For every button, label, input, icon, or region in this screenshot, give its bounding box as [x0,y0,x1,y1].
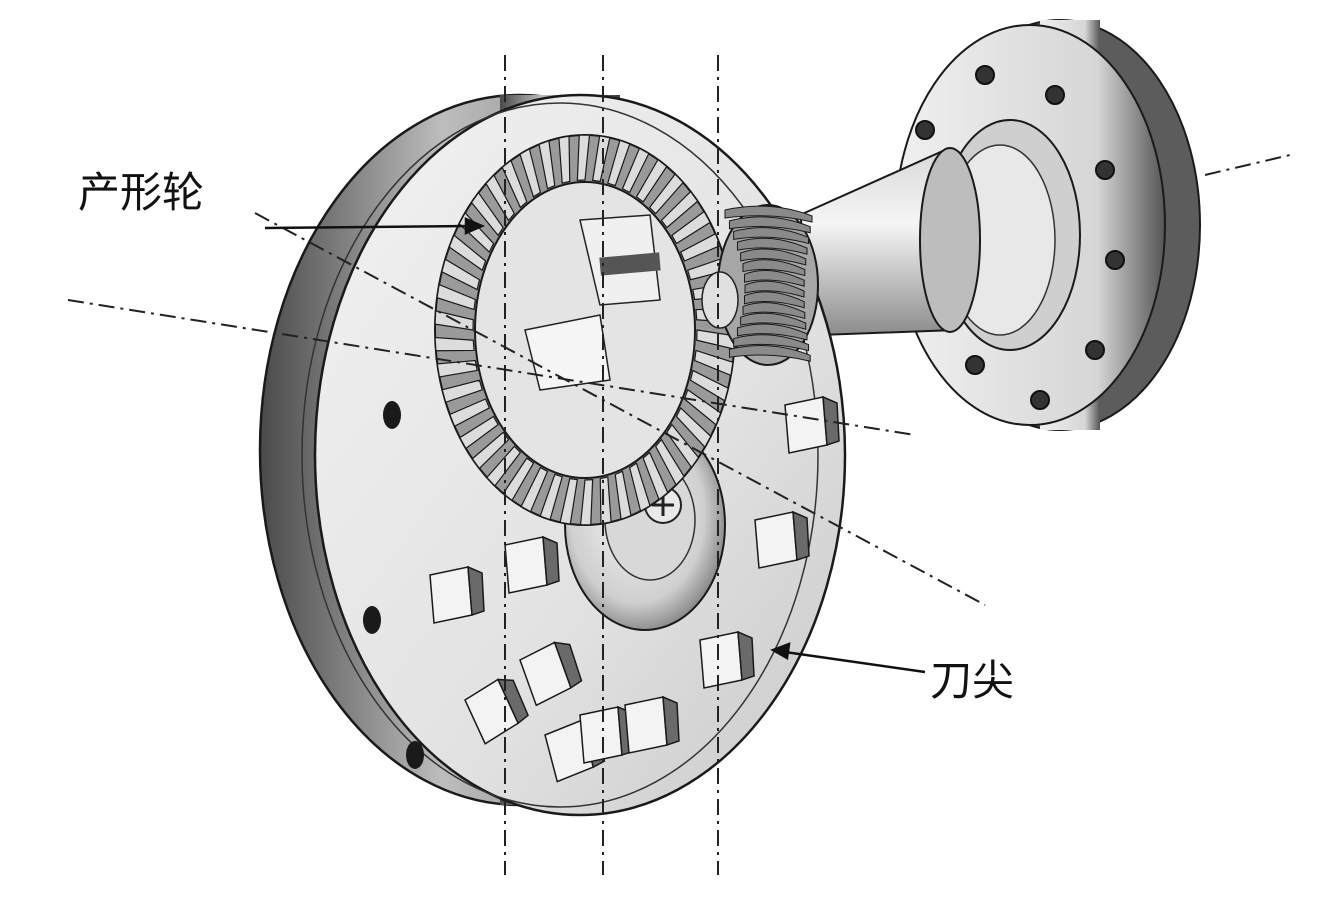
gear-tooth [434,336,475,352]
pinion-tooth [733,227,810,245]
gear-tooth [591,135,611,183]
pinion-tooth [744,280,805,298]
gear-tooth [519,147,542,198]
gear-tooth [539,473,563,521]
gear-tooth [448,234,487,272]
cutter-blade [699,630,755,689]
gear-tooth [486,445,522,487]
gear-tooth [666,423,700,469]
gear-tooth [559,477,579,525]
gear-tooth [628,462,651,513]
gear-tooth [576,134,591,181]
flange-bolt-holes [915,65,1125,410]
gear-tooth [501,159,528,209]
pinion-gear-teeth [724,205,813,362]
pinion-tooth [743,291,805,309]
gear-tooth [579,479,594,526]
gear-tooth [648,173,684,215]
gear-tooth [675,406,712,449]
gear-tooth [679,232,721,262]
gear-tooth [441,258,481,291]
rim-holes [363,401,424,769]
pinion-tooth [724,205,813,223]
shaft [798,147,981,337]
gear-tooth [621,147,650,194]
cutter-tip-label: 刀尖 [930,656,1015,705]
center-lines [67,55,1291,875]
generating-crown-gear [434,134,736,526]
pinion-tooth [728,344,811,362]
pinion-gear [701,204,819,366]
gear-tooth [449,398,491,428]
gear-tooth [614,470,632,521]
gear-tooth [441,379,484,404]
cutter-blade [519,641,583,707]
gear-tooth [671,210,711,245]
gear-tooth [694,349,734,377]
pinion-tooth [742,259,806,277]
gear-tooth [436,283,476,311]
gear-tooth [502,457,535,502]
gear-tooth [660,190,699,229]
cutter-blade [754,510,810,569]
callout-leaders [264,217,926,674]
pinion-tooth [736,237,808,255]
pinion-tooth [740,312,807,330]
gear-tooth [607,139,631,187]
pinion-tooth [740,248,807,266]
gear-tooth [558,135,571,184]
gear-tooth [520,466,549,513]
gear-tooth [689,369,729,402]
pinion-tooth [742,302,806,320]
generating-gear-label: 产形轮 [78,168,205,217]
gear-tooth [642,451,669,501]
cutter-blade [624,695,680,754]
gear-tooth [470,191,504,237]
cutter-blade [429,565,485,624]
pinion-tooth [736,323,808,341]
gear-tooth [485,174,516,222]
gear-tooth [683,388,722,426]
cutter-blades [429,395,840,783]
gear-tooth [654,438,685,486]
gear-tooth [459,415,499,450]
pinion-tooth [733,334,810,352]
gear-tooth [538,139,556,190]
inner-block [524,314,611,391]
gear-tooth [635,158,668,203]
cutter-blade [784,395,840,454]
pinion-tooth [728,216,811,234]
pinion-tooth [743,269,805,287]
cutter-blade [504,535,560,594]
